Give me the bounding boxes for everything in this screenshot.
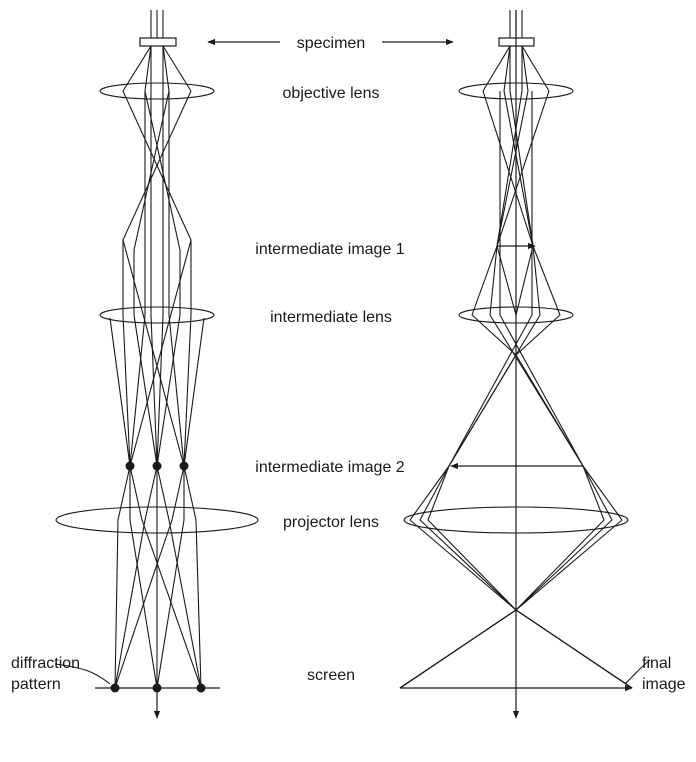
- specimen-label: specimen: [297, 35, 365, 52]
- intermediate-lens-left: [99, 306, 215, 324]
- diffraction-pattern-label-line1: diffraction: [11, 655, 80, 672]
- projector-lens-label: projector lens: [283, 514, 379, 531]
- diffraction-pattern-label-line2: pattern: [11, 676, 61, 693]
- left-column-diffraction-mode: [54, 10, 259, 719]
- right-column-imaging-mode: [399, 10, 651, 719]
- intermediate-image-2-label: intermediate image 2: [255, 459, 405, 476]
- final-image-label-line2: image: [642, 676, 686, 693]
- objective-lens-left: [99, 82, 215, 100]
- specimen-left: [139, 37, 177, 47]
- diffraction-pattern-spot-3: [196, 683, 206, 693]
- projector-lens-left: [55, 506, 259, 534]
- final-image-label-line1: final: [642, 655, 671, 672]
- diffraction-pattern-leader: [54, 663, 111, 685]
- intermediate-lens-label: intermediate lens: [270, 309, 392, 326]
- final-image-leader: [624, 659, 651, 685]
- screen-label: screen: [307, 667, 355, 684]
- diffraction-pattern-spot-1: [110, 683, 120, 693]
- intermediate-image-1-label: intermediate image 1: [255, 241, 405, 258]
- objective-lens-label: objective lens: [283, 85, 380, 102]
